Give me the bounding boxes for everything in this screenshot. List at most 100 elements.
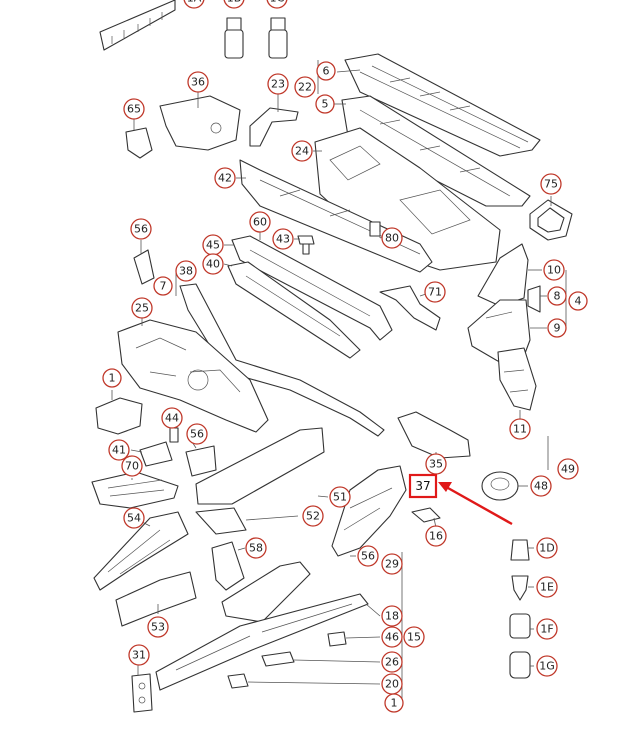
part-65	[125, 127, 153, 159]
callout-label: 26	[385, 656, 399, 669]
callout-ring	[183, 0, 205, 9]
callout-ring	[223, 0, 245, 9]
callout-56b[interactable]: 56	[186, 423, 208, 445]
callout-65[interactable]: 65	[123, 98, 145, 120]
callout-ring	[425, 525, 447, 547]
callout-54[interactable]: 54	[123, 507, 145, 529]
callout-40[interactable]: 40	[202, 253, 224, 275]
part-58	[211, 541, 245, 591]
callout-label: 70	[125, 460, 139, 473]
callout-71[interactable]: 71	[424, 281, 446, 303]
callout-label: 5	[322, 98, 329, 111]
callout-56c[interactable]: 56	[357, 545, 379, 567]
callout-label: 7	[160, 280, 167, 293]
callout-42[interactable]: 42	[214, 167, 236, 189]
callout-ring	[272, 228, 294, 250]
callout-label: 35	[429, 458, 443, 471]
callout-31[interactable]: 31	[128, 644, 150, 666]
callout-1f[interactable]: 1F	[536, 618, 558, 640]
callout-6[interactable]: 6	[316, 61, 336, 81]
callout-11[interactable]: 11	[509, 418, 531, 440]
callout-label: 48	[534, 480, 548, 493]
callout-58[interactable]: 58	[245, 537, 267, 559]
callout-1d[interactable]: 1D	[536, 537, 558, 559]
callout-1e[interactable]: 1E	[536, 576, 558, 598]
callout-1b[interactable]: 1B	[223, 0, 245, 9]
callout-29[interactable]: 29	[381, 553, 403, 575]
callout-ring	[536, 655, 558, 677]
callout-51[interactable]: 51	[329, 486, 351, 508]
part-cowl-upper	[344, 53, 541, 157]
callout-ring	[291, 140, 313, 162]
callout-ring	[102, 368, 122, 388]
callout-label: 1B	[227, 0, 242, 5]
callout-1a[interactable]: 1	[102, 368, 122, 388]
callout-41[interactable]: 41	[108, 439, 130, 461]
part-41	[139, 441, 173, 467]
callout-36[interactable]: 36	[187, 71, 209, 93]
callout-label: 11	[513, 423, 527, 436]
callout-label: 10	[547, 264, 561, 277]
callout-ring	[214, 167, 236, 189]
callout-7[interactable]: 7	[153, 276, 173, 296]
callout-ring	[381, 227, 403, 249]
callout-10[interactable]: 10	[543, 259, 565, 281]
callout-label: 1A	[187, 0, 202, 5]
part-48	[481, 471, 519, 501]
callout-16[interactable]: 16	[425, 525, 447, 547]
callout-15[interactable]: 15	[403, 626, 425, 648]
part-40	[227, 261, 361, 359]
part-clips	[509, 539, 531, 679]
part-31	[131, 673, 153, 713]
callout-label: 23	[271, 78, 285, 91]
callout-ring	[547, 286, 567, 306]
callout-5[interactable]: 5	[315, 94, 335, 114]
callout-1g[interactable]: 1G	[536, 655, 558, 677]
callout-43[interactable]: 43	[272, 228, 294, 250]
callout-20[interactable]: 20	[381, 673, 403, 695]
callout-18[interactable]: 18	[381, 605, 403, 627]
callout-ring	[357, 545, 379, 567]
callout-1b[interactable]: 1	[384, 693, 404, 713]
part-56-upper	[133, 249, 155, 285]
callout-1c[interactable]: 1C	[266, 0, 288, 9]
callout-44[interactable]: 44	[161, 407, 183, 429]
callout-35[interactable]: 35	[425, 453, 447, 475]
callout-ring	[557, 458, 579, 480]
callout-53[interactable]: 53	[147, 616, 169, 638]
callout-75[interactable]: 75	[540, 173, 562, 195]
callout-label: 41	[112, 444, 126, 457]
callout-70[interactable]: 70	[121, 455, 143, 477]
callout-23[interactable]: 23	[267, 73, 289, 95]
callout-48[interactable]: 48	[530, 475, 552, 497]
callout-8[interactable]: 8	[547, 286, 567, 306]
callout-label: 1D	[539, 542, 554, 555]
part-46	[327, 631, 347, 647]
callout-label: 16	[429, 530, 443, 543]
callout-60[interactable]: 60	[249, 211, 271, 233]
highlight-callout-37[interactable]: 37	[408, 473, 438, 499]
callout-49[interactable]: 49	[557, 458, 579, 480]
part-70	[91, 471, 179, 509]
callout-24[interactable]: 24	[291, 140, 313, 162]
callout-ring	[187, 71, 209, 93]
callout-26[interactable]: 26	[381, 651, 403, 673]
part-11	[497, 347, 537, 411]
part-36	[159, 95, 241, 151]
callout-label: 18	[385, 610, 399, 623]
callout-25[interactable]: 25	[131, 297, 153, 319]
callout-4[interactable]: 4	[568, 291, 588, 311]
callout-38[interactable]: 38	[175, 260, 197, 282]
callout-46[interactable]: 46	[381, 626, 403, 648]
callout-52[interactable]: 52	[302, 505, 324, 527]
callout-9[interactable]: 9	[547, 318, 567, 338]
part-44	[169, 427, 179, 443]
callout-22[interactable]: 22	[294, 76, 316, 98]
callout-80[interactable]: 80	[381, 227, 403, 249]
callout-56a[interactable]: 56	[130, 218, 152, 240]
callout-1a[interactable]: 1A	[183, 0, 205, 9]
callout-45[interactable]: 45	[202, 234, 224, 256]
callout-label: 24	[295, 145, 309, 158]
callout-label: 53	[151, 621, 165, 634]
